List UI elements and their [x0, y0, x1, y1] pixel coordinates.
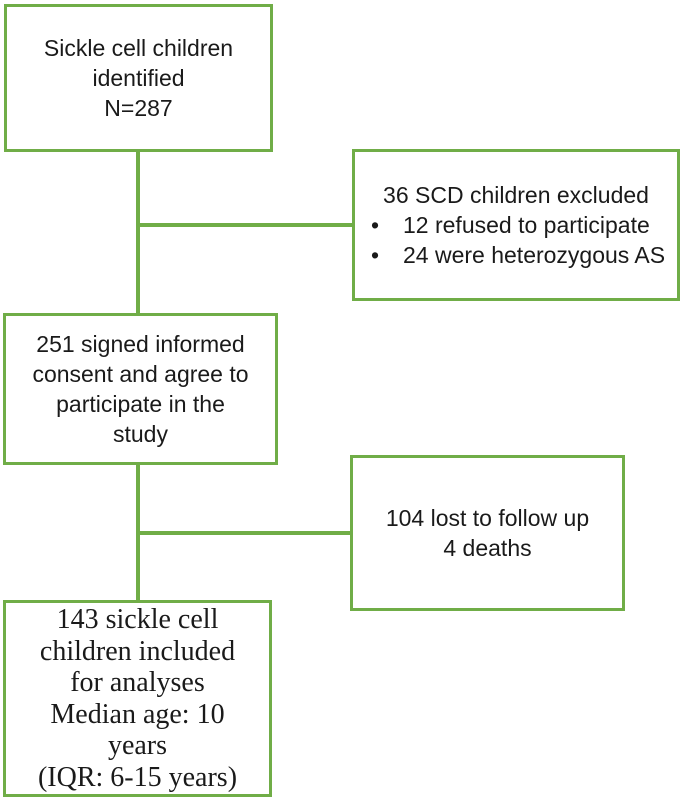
box-included-line-5: years — [107, 730, 168, 761]
box-lost-line-2: 4 deaths — [443, 535, 532, 561]
box-included-line-1: 143 sickle cell — [56, 604, 219, 635]
bullet-icon: • — [371, 242, 380, 268]
box-excluded-bullet-text-2: 24 were heterozygous AS — [403, 242, 666, 268]
connector-consented-to-included — [136, 465, 140, 600]
box-lost-to-follow-up: 104 lost to follow up 4 deaths — [350, 455, 625, 611]
box-included: 143 sickle cell children included for an… — [3, 600, 272, 797]
box-identified-line-1: Sickle cell children — [43, 35, 234, 61]
box-consented-line-2: consent and agree to — [32, 361, 249, 387]
box-excluded-bullet-row-2: • 24 were heterozygous AS — [355, 240, 677, 270]
box-lost-line-1: 104 lost to follow up — [385, 505, 590, 531]
connector-branch-to-lost — [140, 531, 350, 535]
box-consented-line-3: participate in the — [56, 391, 225, 417]
box-included-line-3: for analyses — [70, 667, 205, 698]
box-included-line-2: children included — [39, 635, 236, 667]
box-identified: Sickle cell children identified N=287 — [4, 4, 273, 152]
box-identified-line-2: identified — [92, 65, 185, 91]
box-included-line-6: (IQR: 6-15 years) — [37, 761, 238, 793]
box-excluded-bullet-text-1: 12 refused to participate — [403, 212, 650, 238]
connector-identified-to-consented — [136, 152, 140, 313]
box-excluded-bullet-row-1: • 12 refused to participate — [355, 210, 677, 240]
bullet-icon: • — [371, 212, 380, 238]
box-consented-line-4: study — [113, 421, 168, 447]
box-consented: 251 signed informed consent and agree to… — [3, 313, 278, 465]
connector-branch-to-excluded — [140, 223, 352, 227]
box-excluded: 36 SCD children excluded • 12 refused to… — [352, 149, 680, 301]
box-included-line-4: Median age: 10 — [50, 698, 225, 730]
box-consented-line-1: 251 signed informed — [36, 331, 245, 357]
box-identified-line-3: N=287 — [104, 95, 173, 121]
box-excluded-title: 36 SCD children excluded — [383, 182, 649, 208]
